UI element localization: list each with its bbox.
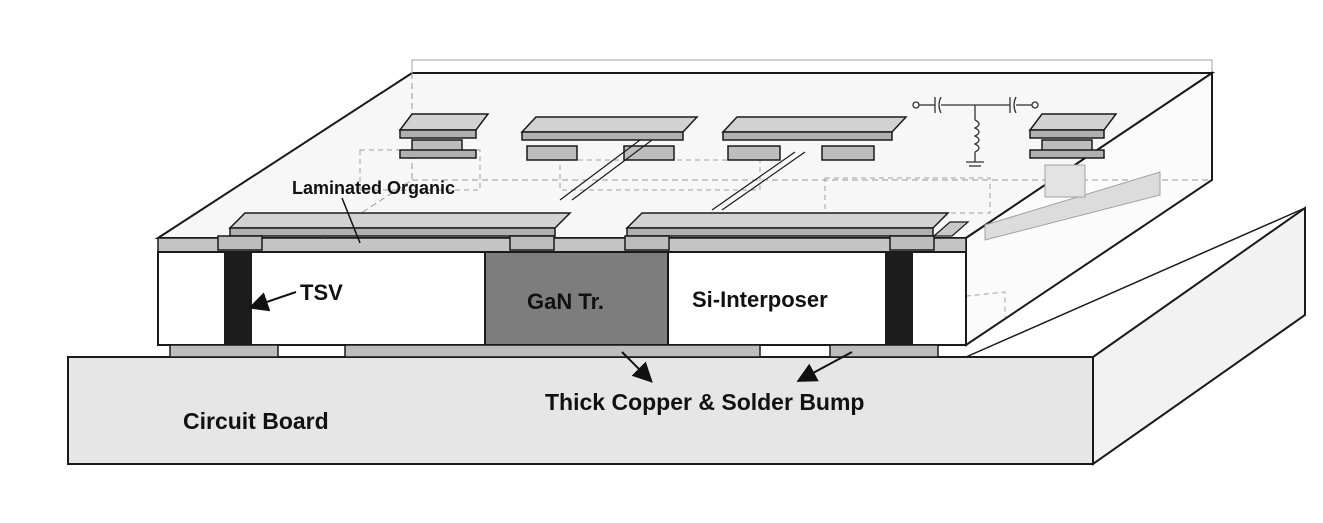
label-tsv: TSV	[300, 280, 343, 305]
tsv-left	[224, 252, 252, 345]
laminated-organic-leader	[341, 197, 361, 244]
interposer-layer	[157, 237, 967, 346]
tsv-right	[885, 252, 913, 345]
circuit-board	[67, 206, 1306, 466]
lc-filter-schematic	[912, 96, 1039, 167]
label-si-interposer: Si-Interposer	[692, 287, 828, 312]
label-thick-copper: Thick Copper & Solder Bump	[545, 389, 864, 415]
tsv-arrow	[248, 291, 297, 312]
front-components	[217, 212, 970, 251]
solder-bumps	[169, 344, 939, 358]
copper-arrow-left	[621, 351, 653, 383]
copper-arrow-right	[796, 351, 853, 382]
label-gan: GaN Tr.	[527, 289, 604, 314]
label-circuit-board: Circuit Board	[183, 408, 329, 434]
back-components	[398, 113, 1118, 211]
label-laminated-organic: Laminated Organic	[292, 178, 455, 198]
